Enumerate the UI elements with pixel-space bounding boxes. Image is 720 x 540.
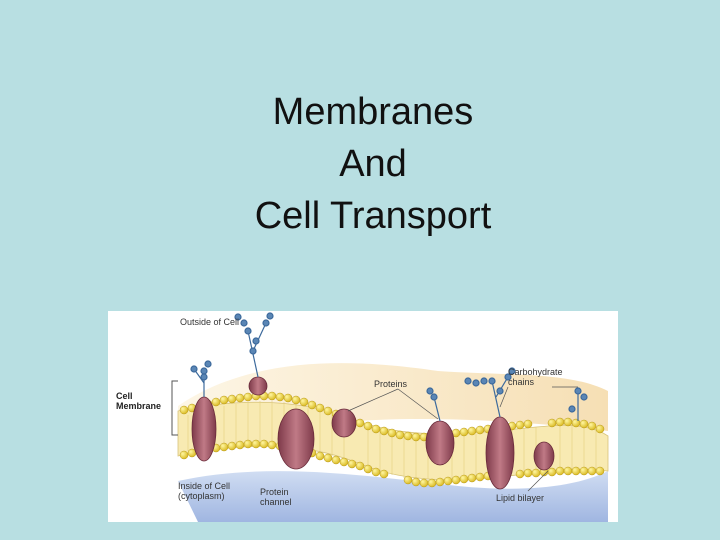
label-cell-membrane: Cell Membrane bbox=[116, 391, 170, 411]
label-proteins: Proteins bbox=[374, 379, 434, 389]
title-line-1: Membranes bbox=[120, 86, 626, 138]
label-outside-cell: Outside of Cell bbox=[180, 317, 240, 327]
label-carbohydrate-chains: Carbohydrate chains bbox=[508, 367, 582, 387]
label-inside-cell: Inside of Cell (cytoplasm) bbox=[178, 481, 258, 501]
protein-channel bbox=[278, 409, 314, 469]
title-line-3: Cell Transport bbox=[120, 190, 626, 242]
membrane-bracket bbox=[172, 381, 178, 435]
slide-title: Membranes And Cell Transport bbox=[120, 86, 626, 242]
label-protein-channel: Protein channel bbox=[260, 487, 308, 507]
label-lipid-bilayer: Lipid bilayer bbox=[496, 493, 566, 503]
title-line-2: And bbox=[120, 138, 626, 190]
cell-membrane-diagram: Outside of Cell Cell Membrane Proteins C… bbox=[108, 311, 618, 522]
